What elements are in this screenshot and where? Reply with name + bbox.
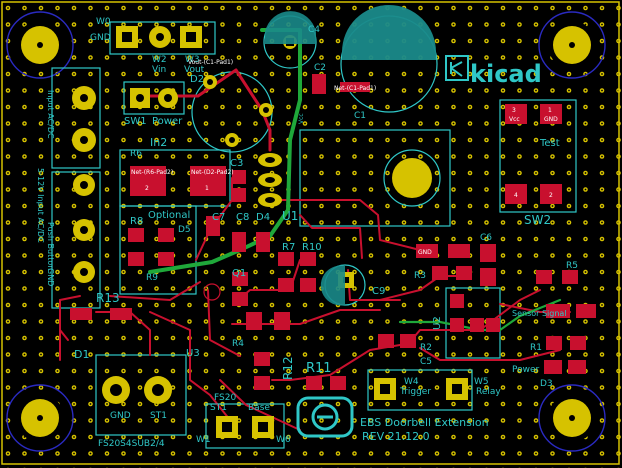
label-r5: R5 bbox=[566, 261, 578, 271]
pad-net-labels: 3 Vcc 1 GND 4 2 2 1 Net-(R6-Pad2) Net-(D… bbox=[131, 59, 558, 256]
label-input-5-12v: 5-12V Input AC/DC bbox=[36, 168, 45, 243]
label-revision: REV 21.12.0 bbox=[362, 430, 430, 443]
label-r4: R4 bbox=[232, 339, 244, 349]
label-c6: C6 bbox=[480, 233, 492, 243]
label-sensor-signal: Sensor Signal bbox=[512, 309, 567, 318]
label-gnd-side: GND bbox=[46, 268, 55, 286]
kicad-wordmark: kicad bbox=[470, 60, 542, 88]
svg-text:4: 4 bbox=[514, 192, 518, 199]
svg-text:Net-(R6-Pad2): Net-(R6-Pad2) bbox=[131, 169, 173, 176]
label-test: Test bbox=[539, 138, 560, 149]
svg-text:Vcc: Vcc bbox=[509, 116, 520, 123]
label-w4: W4 bbox=[404, 377, 419, 387]
label-relay: Relay bbox=[476, 387, 501, 397]
label-r9: R9 bbox=[146, 273, 158, 283]
label-vout: Vout bbox=[184, 65, 205, 75]
label-r13: R13 bbox=[96, 291, 120, 305]
label-r8: R8 bbox=[130, 216, 143, 227]
label-c8: C8 bbox=[236, 212, 249, 223]
label-part-number: FS20S4SUB2/4 bbox=[98, 439, 165, 449]
svg-text:1: 1 bbox=[205, 185, 209, 192]
label-w0: W0 bbox=[96, 17, 111, 27]
label-optional: Optional bbox=[148, 210, 190, 221]
label-c5: C5 bbox=[420, 357, 432, 367]
label-d3: D3 bbox=[540, 379, 553, 389]
label-d2: D2 bbox=[190, 74, 204, 85]
svg-text:Net-(C1-Pad1): Net-(C1-Pad1) bbox=[334, 85, 376, 92]
label-power-led: Power bbox=[512, 365, 540, 375]
label-r12: R12 bbox=[281, 356, 295, 380]
silkscreen-text: W0 GND W2 Vin W3 Vout D2 C4 C2 C1 C3 C6 … bbox=[36, 17, 578, 449]
label-u2: U2 bbox=[432, 316, 443, 330]
label-r7: R7 bbox=[282, 242, 295, 253]
label-sw1-power: Power bbox=[152, 116, 183, 127]
label-r2: R2 bbox=[420, 343, 432, 353]
label-st1: ST1 bbox=[150, 411, 167, 421]
label-vin: Vin bbox=[152, 65, 166, 75]
kicad-logo: kicad bbox=[445, 55, 542, 88]
label-w2: W2 bbox=[152, 55, 167, 65]
label-title: EBS Doorbell Extension bbox=[360, 416, 489, 429]
label-fs20: FS20 bbox=[214, 393, 236, 403]
svg-text:3: 3 bbox=[512, 107, 516, 114]
label-st1-base-top: ST1 bbox=[210, 403, 227, 413]
label-c2: C2 bbox=[314, 63, 326, 73]
label-c3: C3 bbox=[230, 158, 243, 169]
electrolytic-capacitors bbox=[265, 5, 436, 306]
label-u3: U3 bbox=[186, 348, 200, 359]
mounting-hole-top-left[interactable] bbox=[6, 11, 74, 79]
label-d4: D4 bbox=[256, 212, 270, 223]
label-w6: W6 bbox=[276, 435, 291, 445]
label-c9: C9 bbox=[372, 286, 385, 297]
mounting-hole-bottom-left[interactable] bbox=[6, 384, 74, 452]
label-sw2: SW2 bbox=[524, 213, 551, 227]
label-d1: D1 bbox=[74, 348, 89, 361]
svg-text:GND: GND bbox=[544, 116, 558, 123]
label-r1: R1 bbox=[530, 343, 542, 353]
mounting-hole-top-right[interactable] bbox=[538, 11, 606, 79]
label-c1: C1 bbox=[354, 111, 366, 121]
label-c4: C4 bbox=[308, 25, 320, 35]
label-r6: R6 bbox=[130, 149, 142, 159]
label-sw1: SW1 bbox=[124, 116, 147, 127]
label-in2: In2 bbox=[150, 136, 167, 149]
label-w3: W3 bbox=[185, 55, 200, 65]
label-base: Base bbox=[248, 403, 270, 413]
label-q1: Q1 bbox=[232, 268, 246, 279]
label-r3: R3 bbox=[414, 271, 426, 281]
svg-text:Vout-(C1-Pad1): Vout-(C1-Pad1) bbox=[188, 59, 233, 66]
svg-text:1: 1 bbox=[548, 107, 552, 114]
label-d5: D5 bbox=[178, 225, 191, 235]
logo-badge-icon bbox=[296, 396, 354, 438]
svg-text:2: 2 bbox=[549, 192, 553, 199]
label-gnd-top: GND bbox=[90, 33, 111, 43]
label-w5: W5 bbox=[474, 377, 489, 387]
label-r10: R10 bbox=[302, 242, 322, 253]
smd-pads[interactable] bbox=[70, 74, 596, 390]
label-c7: C7 bbox=[212, 212, 225, 223]
svg-text:2: 2 bbox=[145, 185, 149, 192]
mounting-hole-bottom-right[interactable] bbox=[538, 384, 606, 452]
label-vcc-u1: Vcc bbox=[298, 113, 305, 124]
label-r11: R11 bbox=[306, 361, 332, 376]
label-w1: W1 bbox=[196, 435, 211, 445]
label-trigger: Trigger bbox=[399, 387, 431, 397]
label-gnd-bottom: GND bbox=[110, 411, 131, 421]
svg-text:GND: GND bbox=[418, 249, 432, 256]
label-push-button: Push Button bbox=[46, 222, 55, 270]
label-input-acdc: Input AC/DC bbox=[46, 90, 55, 139]
svg-text:Net-(D2-Pad2): Net-(D2-Pad2) bbox=[191, 169, 234, 176]
label-u1: U1 bbox=[282, 209, 298, 223]
